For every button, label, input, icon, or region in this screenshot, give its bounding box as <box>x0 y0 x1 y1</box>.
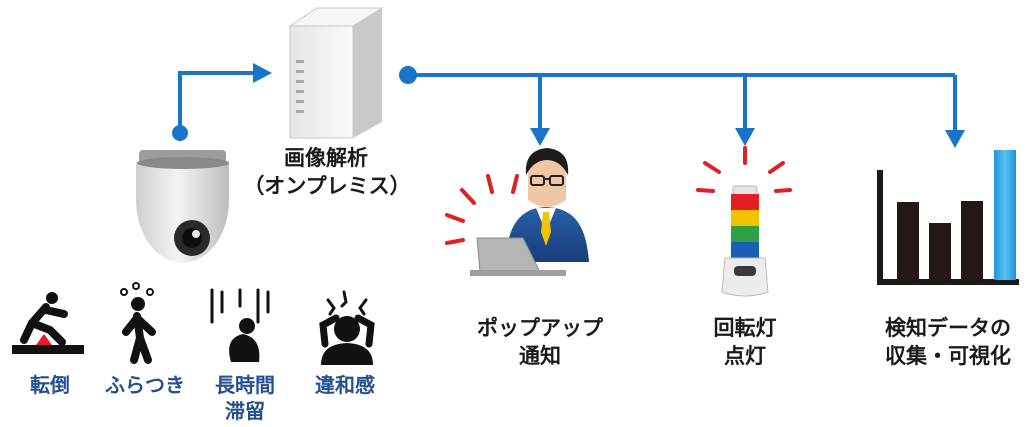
popup-label-line2: 通知 <box>519 344 561 368</box>
lamp-label-line2: 点灯 <box>724 344 766 368</box>
signal-lamp-icon <box>696 146 792 297</box>
server-label-line1: 画像解析 <box>284 146 368 170</box>
event-long-stay-label-line1: 長時間 <box>215 373 275 397</box>
popup-label-line1: ポップアップ <box>477 316 603 340</box>
event-long-stay-label-line2: 滞留 <box>225 399 265 423</box>
connector-lines <box>178 71 957 132</box>
arrow-heads <box>253 63 965 148</box>
lamp-label-line1: 回転灯 <box>713 316 777 340</box>
analytics-label-line1: 検知データの <box>885 316 1011 340</box>
event-fall-label: 転倒 <box>30 373 70 397</box>
wobble-pictogram-icon <box>120 282 156 364</box>
popup-alert-icon <box>445 148 589 276</box>
fall-pictogram-icon <box>12 292 84 354</box>
discomfort-pictogram-icon <box>319 290 375 365</box>
long-stay-pictogram-icon <box>210 288 270 362</box>
analytics-label-line2: 収集・可視化 <box>885 344 1011 368</box>
event-wobble-label: ふらつき <box>105 373 185 397</box>
dome-camera-icon <box>136 150 229 263</box>
event-discomfort-label: 違和感 <box>315 373 375 397</box>
server-icon <box>288 7 384 139</box>
server-label-line2: （オンプレミス） <box>243 174 411 198</box>
bar-chart-icon <box>877 150 1019 285</box>
connector-dots <box>172 66 417 141</box>
